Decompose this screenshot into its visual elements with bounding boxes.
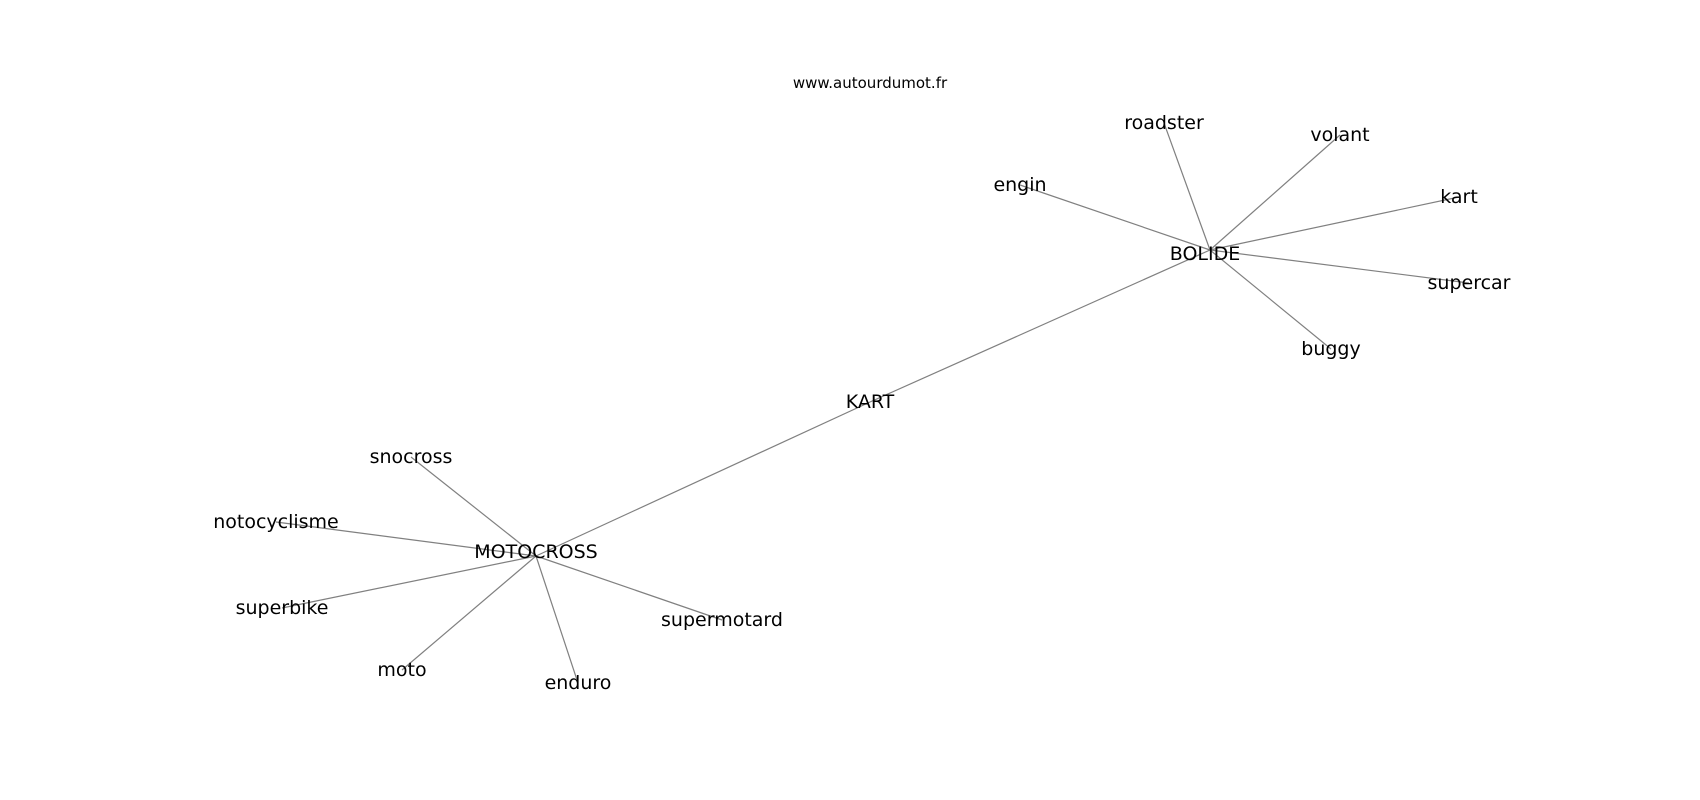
edge-bolide-supercar [1209, 249, 1470, 284]
edge-bolide-roadster [1163, 122, 1211, 251]
node-label-buggy: buggy [1301, 338, 1360, 360]
node-label-enduro: enduro [545, 672, 612, 694]
node-label-engin: engin [993, 174, 1046, 196]
node-label-supermotard: supermotard [661, 609, 783, 631]
node-label-supercar: supercar [1428, 272, 1511, 294]
watermark-text: www.autourdumot.fr [793, 74, 948, 92]
node-label-bolide: BOLIDE [1170, 243, 1240, 265]
edge-motocross-enduro [535, 555, 579, 684]
edge-motocross-notocyclisme [275, 521, 537, 557]
node-label-kart-center: KART [846, 391, 895, 413]
edge-motocross-supermotard [535, 555, 723, 621]
edge-motocross-moto [401, 555, 537, 671]
node-label-moto: moto [377, 659, 426, 681]
edge-motocross-snocross [410, 456, 537, 557]
edge-bolide-volant [1209, 134, 1341, 251]
node-label-kart: kart [1440, 186, 1478, 208]
graph-edges [275, 122, 1470, 684]
node-label-snocross: snocross [370, 446, 453, 468]
edge-bolide-buggy [1209, 249, 1332, 350]
edge-kart_center-motocross [535, 401, 871, 557]
edge-bolide-kart [1209, 196, 1460, 251]
graph-nodes: KART BOLIDE MOTOCROSS roadster volant engin ka… [213, 112, 1510, 694]
node-label-superbike: superbike [236, 597, 329, 619]
edge-kart_center-bolide [869, 249, 1211, 403]
node-label-motocross: MOTOCROSS [474, 541, 597, 563]
edge-bolide-engin [1019, 184, 1211, 251]
node-label-volant: volant [1310, 124, 1369, 146]
node-label-notocyclisme: notocyclisme [213, 511, 339, 533]
edge-motocross-superbike [281, 555, 537, 609]
node-label-roadster: roadster [1124, 112, 1204, 134]
